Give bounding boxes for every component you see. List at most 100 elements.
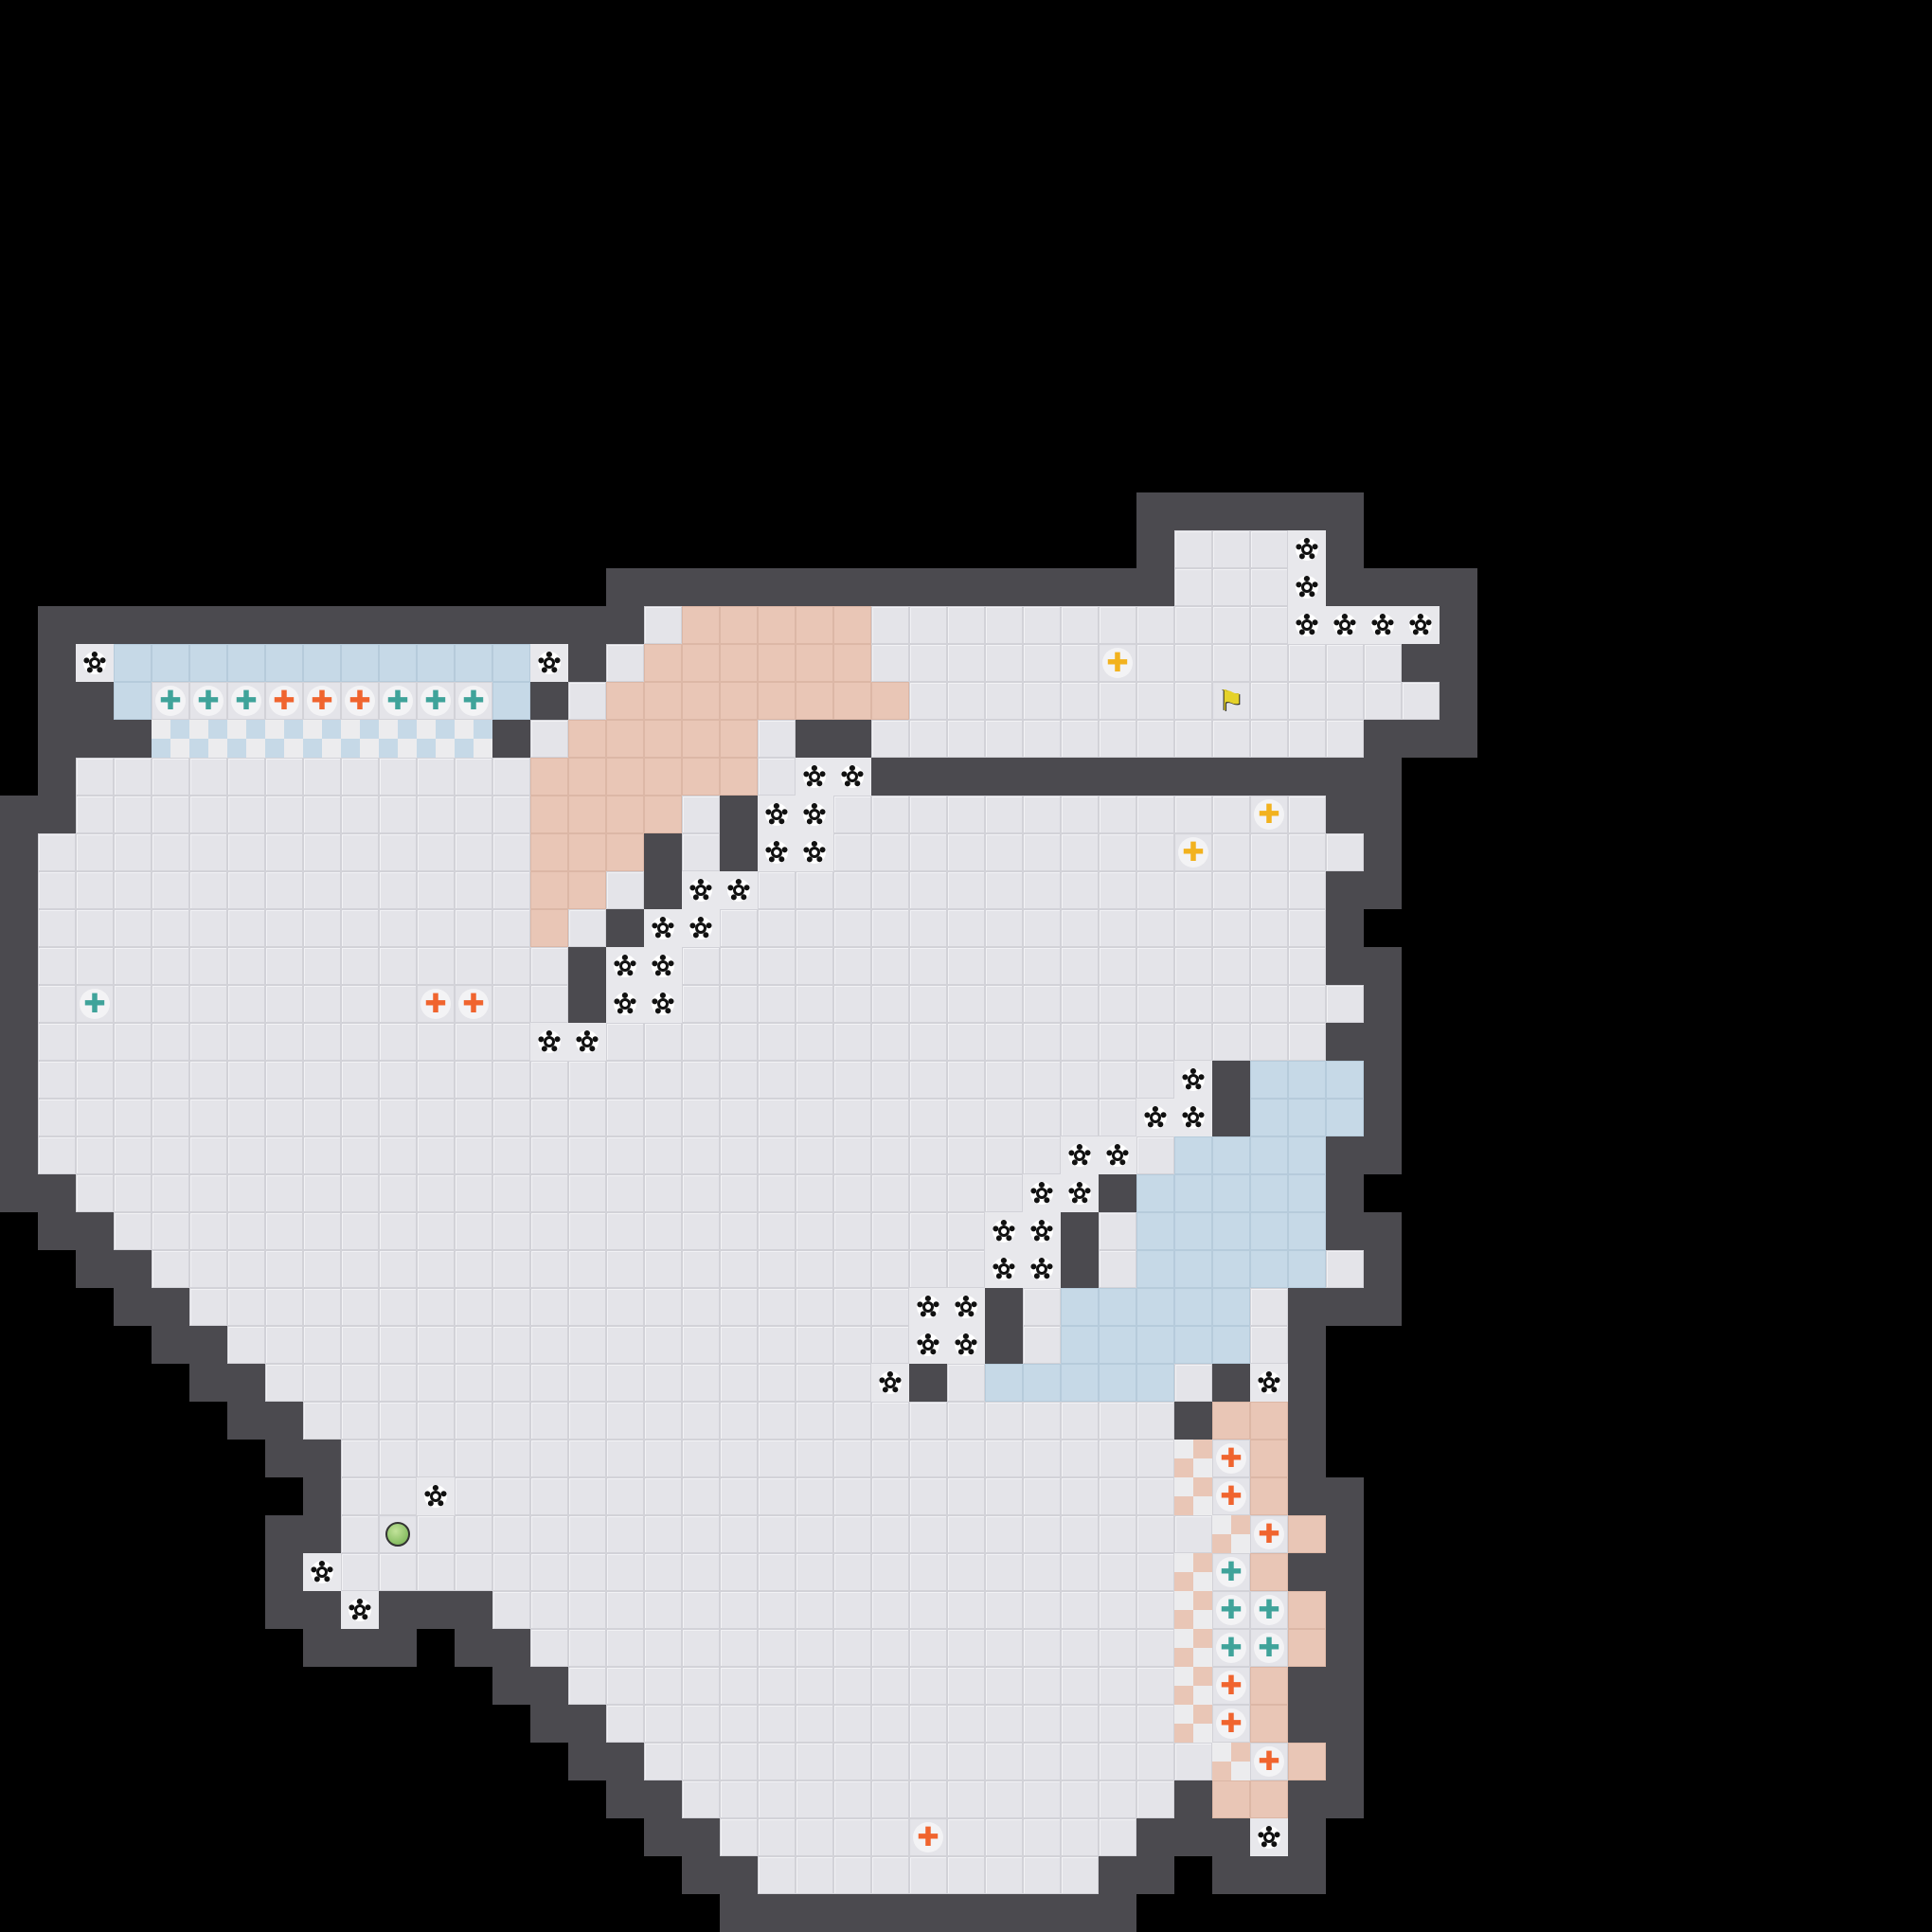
spike-gear-tile (758, 833, 796, 871)
floor-tile (947, 1629, 985, 1667)
blue-tile (379, 644, 417, 682)
teal-four-way-arrow-icon: ✚ (1254, 1633, 1284, 1663)
floor-tile (189, 871, 227, 909)
wall-tile (265, 1591, 303, 1629)
spike-gear-tile (1061, 1174, 1099, 1212)
teal-arrow-pad[interactable]: ✚ (76, 985, 114, 1023)
floor-tile (341, 1515, 379, 1553)
spike-gear-tile (947, 1288, 985, 1326)
wall-tile (1136, 1818, 1174, 1856)
floor-tile (909, 985, 947, 1023)
floor-tile (1212, 947, 1250, 985)
teal-arrow-pad[interactable]: ✚ (152, 682, 189, 720)
orange-arrow-pad[interactable]: ✚ (1212, 1667, 1250, 1705)
wall-tile (1023, 568, 1061, 606)
wall-tile (833, 568, 871, 606)
floor-tile (152, 796, 189, 833)
orange-arrow-pad[interactable]: ✚ (1212, 1477, 1250, 1515)
spike-gear-icon (917, 1333, 939, 1356)
orange-four-way-arrow-icon: ✚ (1216, 1708, 1246, 1739)
orange-arrow-pad[interactable]: ✚ (909, 1818, 947, 1856)
orange-arrow-pad[interactable]: ✚ (1212, 1440, 1250, 1477)
teal-arrow-pad[interactable]: ✚ (189, 682, 227, 720)
floor-tile (644, 1705, 682, 1743)
teal-arrow-pad[interactable]: ✚ (1250, 1629, 1288, 1667)
blue-tile (1136, 1326, 1174, 1364)
blue-tile (114, 644, 152, 682)
floor-tile (985, 1780, 1023, 1818)
floor-tile (947, 1553, 985, 1591)
floor-tile (455, 833, 492, 871)
floor-tile (1174, 644, 1212, 682)
floor-tile (530, 1250, 568, 1288)
spike-gear-tile (909, 1288, 947, 1326)
floor-tile (1174, 1743, 1212, 1780)
floor-tile (189, 947, 227, 985)
teal-arrow-pad[interactable]: ✚ (379, 682, 417, 720)
floor-tile (303, 985, 341, 1023)
floor-tile (1250, 682, 1288, 720)
orange-arrow-pad[interactable]: ✚ (1212, 1705, 1250, 1743)
blue-tile (1212, 1326, 1250, 1364)
spike-gear-tile (1023, 1212, 1061, 1250)
orange-arrow-pad[interactable]: ✚ (417, 985, 455, 1023)
player-ball-tile[interactable] (379, 1515, 417, 1553)
floor-tile (76, 758, 114, 796)
orange-arrow-pad[interactable]: ✚ (1250, 1515, 1288, 1553)
orange-arrow-pad[interactable]: ✚ (341, 682, 379, 720)
wall-tile (114, 1288, 152, 1326)
floor-tile (947, 1743, 985, 1780)
floor-tile (492, 1250, 530, 1288)
wall-tile (871, 758, 909, 796)
floor-tile (38, 1099, 76, 1136)
wall-tile (1250, 758, 1288, 796)
teal-arrow-pad[interactable]: ✚ (417, 682, 455, 720)
floor-tile (720, 985, 758, 1023)
floor-tile (796, 1591, 833, 1629)
goal-flag-tile[interactable]: ⚑ (1212, 682, 1250, 720)
teal-arrow-pad[interactable]: ✚ (1212, 1629, 1250, 1667)
floor-tile (1061, 1780, 1099, 1818)
wall-tile (720, 833, 758, 871)
floor-tile (644, 1364, 682, 1402)
floor-tile (455, 1136, 492, 1174)
teal-arrow-pad[interactable]: ✚ (1212, 1553, 1250, 1591)
orange-arrow-pad[interactable]: ✚ (1250, 1743, 1288, 1780)
spike-gear-tile (1250, 1818, 1288, 1856)
yellow-arrow-pad[interactable]: ✚ (1174, 833, 1212, 871)
spike-gear-icon (879, 1371, 902, 1394)
yellow-arrow-pad[interactable]: ✚ (1250, 796, 1288, 833)
wall-tile (0, 1136, 38, 1174)
floor-tile (1099, 1023, 1136, 1061)
floor-tile (1136, 1136, 1174, 1174)
wall-tile (1212, 1099, 1250, 1136)
floor-tile (1061, 606, 1099, 644)
floor-tile (152, 1136, 189, 1174)
orange-arrow-pad[interactable]: ✚ (265, 682, 303, 720)
floor-tile (606, 1477, 644, 1515)
peach-tile (644, 796, 682, 833)
orange-arrow-pad[interactable]: ✚ (455, 985, 492, 1023)
yellow-arrow-pad[interactable]: ✚ (1099, 644, 1136, 682)
teal-arrow-pad[interactable]: ✚ (1212, 1591, 1250, 1629)
peach-tile (720, 606, 758, 644)
floor-tile (606, 1023, 644, 1061)
floor-tile (758, 985, 796, 1023)
floor-tile (1250, 530, 1288, 568)
floor-tile (682, 1629, 720, 1667)
floor-tile (492, 985, 530, 1023)
floor-tile (985, 1856, 1023, 1894)
teal-arrow-pad[interactable]: ✚ (1250, 1591, 1288, 1629)
wall-tile (947, 568, 985, 606)
floor-tile (833, 1553, 871, 1591)
floor-tile (492, 1553, 530, 1591)
player-ball-icon[interactable] (385, 1522, 410, 1547)
teal-arrow-pad[interactable]: ✚ (227, 682, 265, 720)
orange-arrow-pad[interactable]: ✚ (303, 682, 341, 720)
floor-tile (114, 758, 152, 796)
peach-checker-tile (1174, 1591, 1212, 1629)
teal-arrow-pad[interactable]: ✚ (455, 682, 492, 720)
floor-tile (758, 1023, 796, 1061)
floor-tile (1061, 909, 1099, 947)
floor-tile (189, 909, 227, 947)
